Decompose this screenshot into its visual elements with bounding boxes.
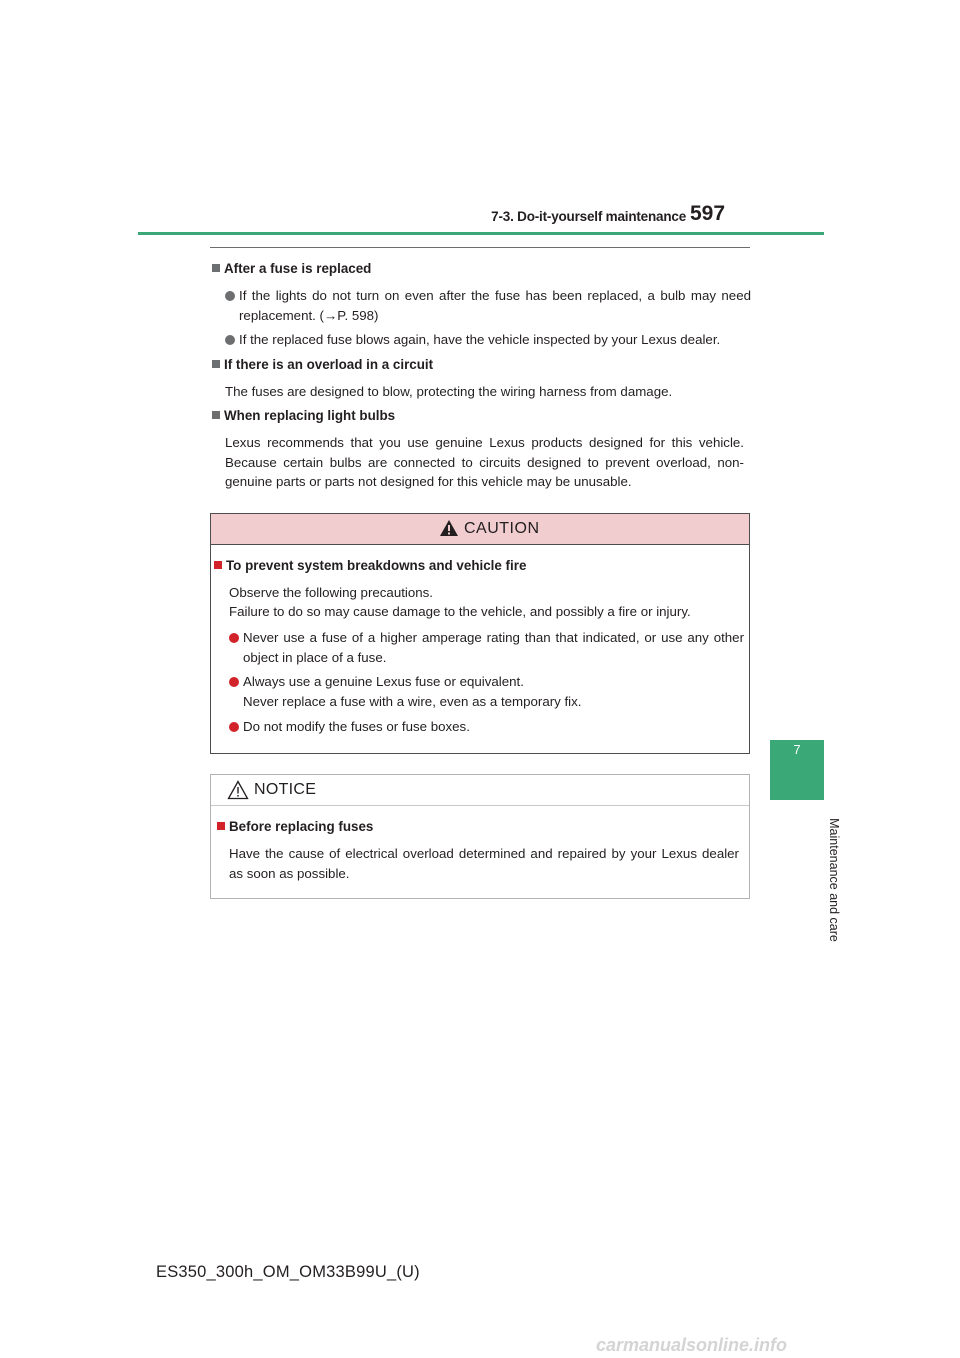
caution-bullet-text: Always use a genuine Lexus fuse or equiv… [243, 674, 524, 689]
page-number: 597 [690, 202, 726, 225]
chapter-tab: 7 [770, 740, 824, 800]
bullet-text: If the lights do not turn on even after … [239, 288, 751, 323]
square-bullet-icon [212, 411, 220, 419]
square-bullet-icon [212, 360, 220, 368]
notice-triangle-icon [227, 780, 249, 800]
notice-box: NOTICE Before replacing fuses Have the c… [210, 774, 750, 899]
bullet-dot-icon [229, 633, 239, 643]
section-heading: If there is an overload in a circuit [212, 357, 433, 372]
square-bullet-icon [212, 264, 220, 272]
section-heading: When replacing light bulbs [212, 408, 395, 423]
notice-heading-text: Before replacing fuses [229, 819, 374, 834]
notice-heading: Before replacing fuses [217, 819, 373, 834]
section-heading-text: After a fuse is replaced [224, 261, 372, 276]
caution-bullet-text: Never replace a fuse with a wire, even a… [243, 694, 582, 709]
bullet-dot-icon [225, 335, 235, 345]
caution-bullet-text: Never use a fuse of a higher amperage ra… [243, 630, 744, 665]
caution-title: CAUTION [464, 520, 540, 537]
square-bullet-icon [217, 822, 225, 830]
bullet-dot-icon [225, 291, 235, 301]
watermark: carmanualsonline.info [596, 1335, 788, 1355]
header-rule [138, 232, 824, 235]
warning-triangle-icon [440, 520, 458, 536]
content-top-rule [210, 247, 750, 248]
caution-box: CAUTION To prevent system breakdowns and… [210, 513, 750, 754]
chapter-label: Maintenance and care [827, 818, 841, 942]
document-code: ES350_300h_OM_OM33B99U_(U) [156, 1263, 420, 1281]
section-heading: After a fuse is replaced [212, 261, 371, 276]
caution-bullet-text: Do not modify the fuses or fuse boxes. [243, 719, 470, 734]
section-title: 7-3. Do-it-yourself maintenance [491, 209, 686, 224]
paragraph: The fuses are designed to blow, protecti… [225, 384, 673, 399]
caution-heading-text: To prevent system breakdowns and vehicle… [226, 558, 527, 573]
paragraph: Lexus recommends that you use genuine Le… [225, 435, 744, 490]
caution-intro: Failure to do so may cause damage to the… [229, 604, 691, 619]
notice-text: Have the cause of electrical overload de… [229, 846, 739, 881]
notice-title: NOTICE [254, 781, 317, 798]
caution-heading: To prevent system breakdowns and vehicle… [214, 558, 526, 573]
bullet-text: If the replaced fuse blows again, have t… [239, 332, 721, 347]
bullet-dot-icon [229, 677, 239, 687]
notice-header: NOTICE [211, 775, 749, 806]
caution-intro: Observe the following precautions. [229, 585, 433, 600]
bullet-dot-icon [229, 722, 239, 732]
square-bullet-icon [214, 561, 222, 569]
caution-header: CAUTION [211, 514, 749, 545]
section-heading-text: If there is an overload in a circuit [224, 357, 434, 372]
section-heading-text: When replacing light bulbs [224, 408, 396, 423]
chapter-number: 7 [793, 742, 801, 757]
